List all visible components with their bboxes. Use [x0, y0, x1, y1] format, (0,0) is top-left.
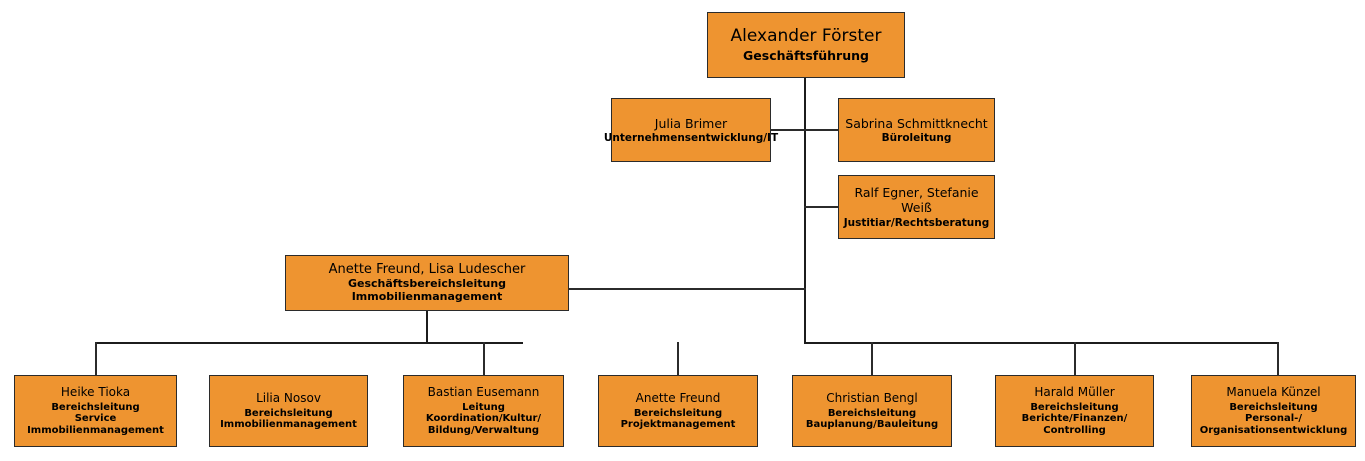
node-role-label: Bereichsleitung Projektmanagement [620, 407, 736, 431]
node-leaf-christian-bengl[interactable]: Christian Bengl Bereichsleitung Bauplanu… [792, 375, 952, 447]
node-staff-julia-brimer[interactable]: Julia Brimer Unternehmensentwicklung/IT [604, 98, 778, 162]
connector-right-bus [804, 342, 1278, 344]
node-role-label: Büroleitung [881, 131, 952, 144]
connector-drop-bengl [871, 342, 873, 376]
connector-left-bus [95, 342, 523, 344]
node-staff-sabrina-schmittknecht[interactable]: Sabrina Schmittknecht Büroleitung [838, 98, 995, 162]
node-leaf-anette-freund[interactable]: Anette Freund Bereichsleitung Projektman… [598, 375, 758, 447]
node-role-label: Bereichsleitung Immobilienmanagement [220, 407, 357, 431]
node-role-label: Justitiar/Rechtsberatung [843, 216, 990, 229]
connector-root-to-legal [804, 206, 840, 208]
connector-drop-mueller [1074, 342, 1076, 376]
node-role-label: Leitung Koordination/Kultur/ Bildung/Ver… [425, 401, 542, 437]
connector-drop-freund [677, 342, 679, 376]
node-division-immobilienmanagement[interactable]: Anette Freund, Lisa Ludescher Geschäftsb… [285, 255, 569, 311]
node-role-label: Bereichsleitung Berichte/Finanzen/ Contr… [1021, 401, 1128, 437]
node-person-name: Alexander Förster [730, 26, 882, 47]
connector-root-to-office [804, 129, 840, 131]
node-leaf-manuela-kuenzel[interactable]: Manuela Künzel Bereichsleitung Personal-… [1191, 375, 1356, 447]
connector-drop-tioka [95, 342, 97, 376]
node-person-name: Lilia Nosov [256, 390, 321, 405]
connector-division-drop [426, 311, 428, 344]
node-person-name: Bastian Eusemann [427, 384, 540, 399]
connector-root-to-it [770, 129, 806, 131]
connector-trunk-main [804, 78, 806, 344]
node-person-name: Christian Bengl [826, 390, 918, 405]
node-role-label: Bereichsleitung Service Immobilienmanage… [27, 401, 164, 437]
node-person-name: Manuela Künzel [1226, 384, 1321, 399]
node-role-label: Bereichsleitung Personal-/ Organisations… [1199, 401, 1348, 437]
node-person-name: Sabrina Schmittknecht [845, 115, 988, 131]
node-role-label: Geschäftsführung [743, 47, 869, 63]
node-role-label: Bereichsleitung Bauplanung/Bauleitung [805, 407, 939, 431]
node-leaf-heike-tioka[interactable]: Heike Tioka Bereichsleitung Service Immo… [14, 375, 177, 447]
connector-drop-kuenzel [1277, 342, 1279, 376]
connector-root-to-division [568, 288, 806, 290]
node-staff-ralf-egner-stefanie-weiss[interactable]: Ralf Egner, Stefanie Weiß Justitiar/Rech… [838, 175, 995, 239]
node-role-label: Unternehmensentwicklung/IT [603, 131, 779, 144]
node-person-name: Harald Müller [1034, 384, 1115, 399]
node-role-label: Geschäftsbereichsleitung Immobilienmanag… [347, 277, 507, 304]
node-leaf-bastian-eusemann[interactable]: Bastian Eusemann Leitung Koordination/Ku… [403, 375, 564, 447]
node-person-name: Julia Brimer [654, 115, 728, 131]
node-root-alexander-foerster[interactable]: Alexander Förster Geschäftsführung [707, 12, 905, 78]
node-leaf-harald-mueller[interactable]: Harald Müller Bereichsleitung Berichte/F… [995, 375, 1154, 447]
node-person-name: Heike Tioka [60, 384, 131, 399]
connector-drop-eusemann [483, 342, 485, 376]
node-person-name: Anette Freund [635, 390, 721, 405]
node-person-name: Ralf Egner, Stefanie Weiß [854, 185, 979, 216]
node-person-name: Anette Freund, Lisa Ludescher [328, 261, 526, 277]
node-leaf-lilia-nosov[interactable]: Lilia Nosov Bereichsleitung Immobilienma… [209, 375, 368, 447]
